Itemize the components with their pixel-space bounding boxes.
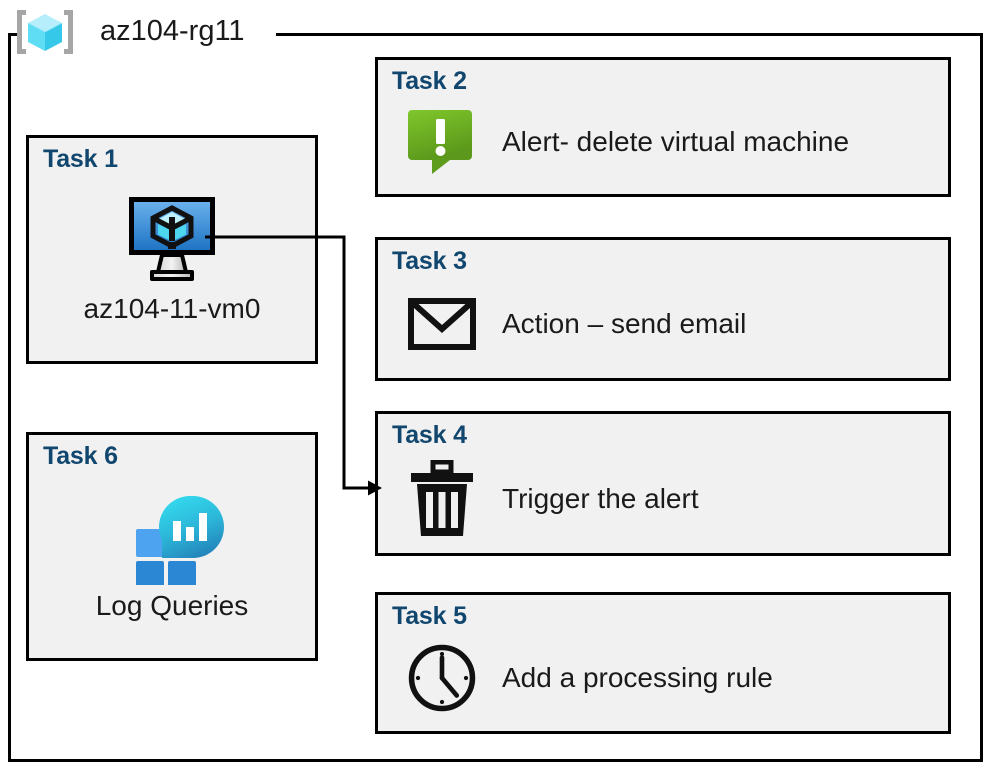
task-4-icon-wrap (406, 459, 478, 536)
task-1-box[interactable]: Task 1 (26, 135, 318, 364)
task-3-title: Task 3 (392, 247, 467, 275)
task-4-row: Trigger the alert (406, 450, 938, 547)
task-5-row: Add a processing rule (406, 631, 938, 725)
task-3-box[interactable]: Task 3 Action – send email (375, 237, 951, 381)
task-1-caption: az104-11-vm0 (83, 293, 261, 324)
task-1-title: Task 1 (43, 145, 118, 173)
task-4-box[interactable]: Task 4 Trigger the alert (375, 411, 951, 556)
task-5-box[interactable]: Task 5 Add a processing rule (375, 592, 951, 734)
task-2-row: Alert- delete virtual machine (406, 96, 938, 188)
resource-group-frame (8, 33, 983, 762)
task-6-caption: Log Queries (95, 590, 249, 621)
log-analytics-icon (136, 496, 224, 585)
clock-icon (408, 644, 476, 712)
task-3-text: Action – send email (502, 308, 747, 339)
task-4-text: Trigger the alert (502, 482, 699, 514)
task-5-text: Add a processing rule (502, 662, 773, 693)
task-4-title: Task 4 (392, 421, 467, 449)
resource-group-cube-icon (17, 10, 73, 54)
task-3-row: Action – send email (406, 276, 938, 372)
envelope-icon (408, 298, 476, 350)
task-2-title: Task 2 (392, 67, 467, 95)
task-6-title: Task 6 (43, 442, 118, 470)
task-6-box[interactable]: Task 6 (26, 432, 318, 661)
task-2-box[interactable]: Task 2 Alert- delete virtual machin (375, 57, 951, 197)
task-1-icon-wrap (29, 190, 315, 288)
alert-exclamation-bubble-icon (408, 110, 472, 174)
resource-group-name: az104-rg11 (100, 15, 245, 47)
task-5-title: Task 5 (392, 602, 467, 630)
virtual-machine-icon (129, 197, 215, 281)
task-5-icon-wrap (406, 642, 478, 714)
task-2-text: Alert- delete virtual machine (502, 126, 850, 157)
task-2-icon-wrap (406, 106, 478, 178)
task-6-icon-wrap (29, 487, 315, 585)
task-3-icon-wrap (406, 288, 478, 360)
trash-delete-icon (411, 459, 473, 536)
